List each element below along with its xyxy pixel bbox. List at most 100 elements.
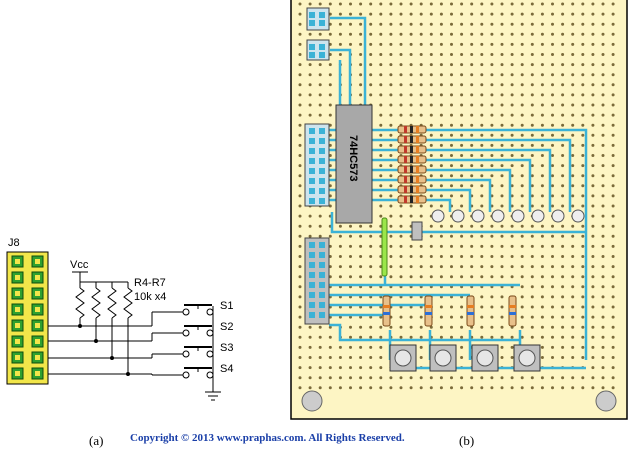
board-hole [460, 234, 464, 238]
board-hole [460, 265, 464, 269]
board-hole [561, 285, 565, 289]
board-hole [379, 113, 383, 117]
board-hole [419, 63, 423, 67]
board-hole [450, 2, 453, 6]
board-hole [561, 123, 565, 127]
board-hole [369, 93, 373, 97]
board-hole [571, 123, 575, 127]
resistor-band [425, 305, 432, 308]
board-hole [379, 154, 383, 157]
board-hole [480, 93, 484, 97]
board-hole [520, 204, 524, 208]
board-hole [450, 63, 453, 67]
board-hole [591, 83, 595, 87]
board-hole [510, 265, 514, 269]
board-hole [429, 204, 433, 208]
board-hole [591, 12, 595, 16]
board-hole [298, 143, 302, 147]
board-hole [551, 386, 554, 390]
board-hole [551, 133, 554, 137]
board-hole [419, 255, 423, 258]
board-hole [480, 305, 484, 309]
board-hole [591, 194, 595, 198]
copper-trace [426, 178, 492, 212]
board-hole [581, 325, 585, 329]
board-hole [500, 154, 504, 157]
board-hole [530, 93, 534, 97]
connector-top-1 [306, 7, 330, 31]
switch-label: S4 [220, 363, 233, 375]
board-hole [470, 265, 474, 269]
board-hole [510, 53, 514, 56]
pin-switch [319, 262, 325, 268]
board-hole [480, 386, 484, 390]
board-hole [409, 244, 413, 248]
board-hole [419, 83, 423, 87]
pin-data [309, 168, 315, 174]
board-hole [419, 32, 423, 36]
board-hole [439, 63, 443, 67]
board-hole [429, 275, 433, 279]
board-hole [460, 174, 464, 178]
board-hole [591, 224, 595, 228]
board-hole [470, 103, 474, 107]
board-hole [470, 83, 474, 87]
header-pin-center [15, 371, 20, 376]
board-hole [540, 234, 544, 238]
board-hole [561, 2, 565, 6]
copper-trace [426, 198, 452, 212]
resistor-band [404, 156, 407, 163]
board-hole [369, 366, 373, 370]
board-hole [460, 32, 464, 36]
board-hole [409, 22, 413, 26]
board-hole [591, 234, 595, 238]
board-hole [510, 93, 514, 97]
board-hole [561, 184, 565, 188]
board-hole [530, 265, 534, 269]
board-hole [338, 224, 342, 228]
board-hole [540, 325, 544, 329]
board-hole [338, 345, 342, 349]
board-hole [470, 376, 474, 380]
board-hole [500, 325, 504, 329]
board-hole [571, 345, 575, 349]
board-hole [611, 244, 615, 248]
board-hole [369, 325, 373, 329]
board-hole [581, 154, 585, 157]
board-hole [530, 234, 534, 238]
board-hole [520, 133, 524, 137]
board-hole [429, 93, 433, 97]
board-hole [601, 315, 605, 319]
board-hole [520, 275, 524, 279]
copper-trace [426, 168, 512, 212]
board-hole [369, 224, 373, 228]
board-hole [369, 83, 373, 87]
board-hole [611, 295, 615, 299]
board-hole [611, 305, 615, 309]
board-hole [328, 123, 332, 127]
mount-hole-right [595, 390, 617, 412]
board-hole [298, 204, 302, 208]
board-hole [409, 53, 413, 56]
board-hole [611, 255, 615, 258]
board-hole [480, 164, 484, 168]
board-hole [581, 164, 585, 168]
board-hole [601, 376, 605, 380]
board-hole [298, 275, 302, 279]
board-hole [561, 345, 565, 349]
board-hole [359, 2, 363, 6]
board-hole [318, 356, 322, 359]
board-hole [591, 174, 595, 178]
board-hole [429, 123, 433, 127]
board-hole [601, 305, 605, 309]
board-hole [561, 53, 565, 56]
board-hole [439, 204, 443, 208]
board-hole [409, 12, 413, 16]
board-hole [540, 204, 544, 208]
board-hole [490, 93, 494, 97]
board-hole [490, 335, 494, 339]
board-hole [439, 325, 443, 329]
board-hole [591, 22, 595, 26]
board-hole [328, 32, 332, 36]
header-pin-center [35, 339, 40, 344]
